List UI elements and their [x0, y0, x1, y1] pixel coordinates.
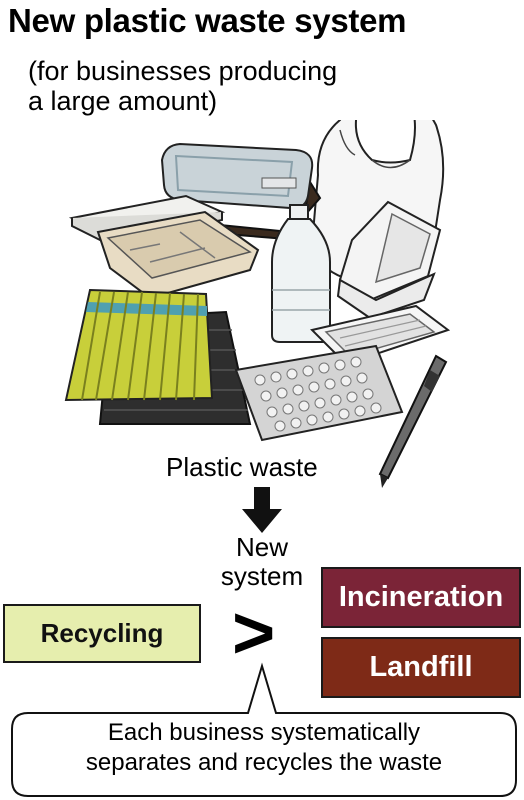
subtitle-line-1: (for businesses producing — [28, 56, 338, 86]
pen-icon — [378, 354, 448, 488]
plastic-waste-label: Plastic waste — [166, 452, 318, 482]
subtitle: (for businesses producing a large amount… — [28, 56, 337, 116]
page-title: New plastic waste system — [8, 2, 407, 39]
callout-text: Each business systematically separates a… — [12, 718, 516, 778]
corrugated-panel-icon — [64, 288, 214, 402]
callout-line-1: Each business systematically — [107, 719, 421, 746]
greater-than-symbol: > — [232, 591, 276, 674]
foam-container-icon — [336, 200, 442, 320]
subtitle-line-2: a large amount) — [28, 86, 218, 116]
new-system-line-1: New — [235, 532, 288, 562]
bubble-sheet-icon — [234, 344, 404, 442]
down-arrow-icon — [242, 487, 282, 533]
landfill-box: Landfill — [321, 637, 521, 698]
incineration-box: Incineration — [321, 567, 521, 628]
callout-line-2: separates and recycles the waste — [85, 749, 443, 776]
plastic-waste-illustration — [64, 120, 451, 488]
plastic-bottle-icon — [271, 204, 331, 343]
new-system-label: New system — [212, 533, 312, 591]
recycling-box: Recycling — [3, 604, 201, 663]
bento-tray-icon — [96, 210, 260, 300]
callout-bubble — [11, 662, 517, 797]
new-system-line-2: system — [220, 561, 304, 591]
clear-tray-icon — [310, 304, 451, 366]
